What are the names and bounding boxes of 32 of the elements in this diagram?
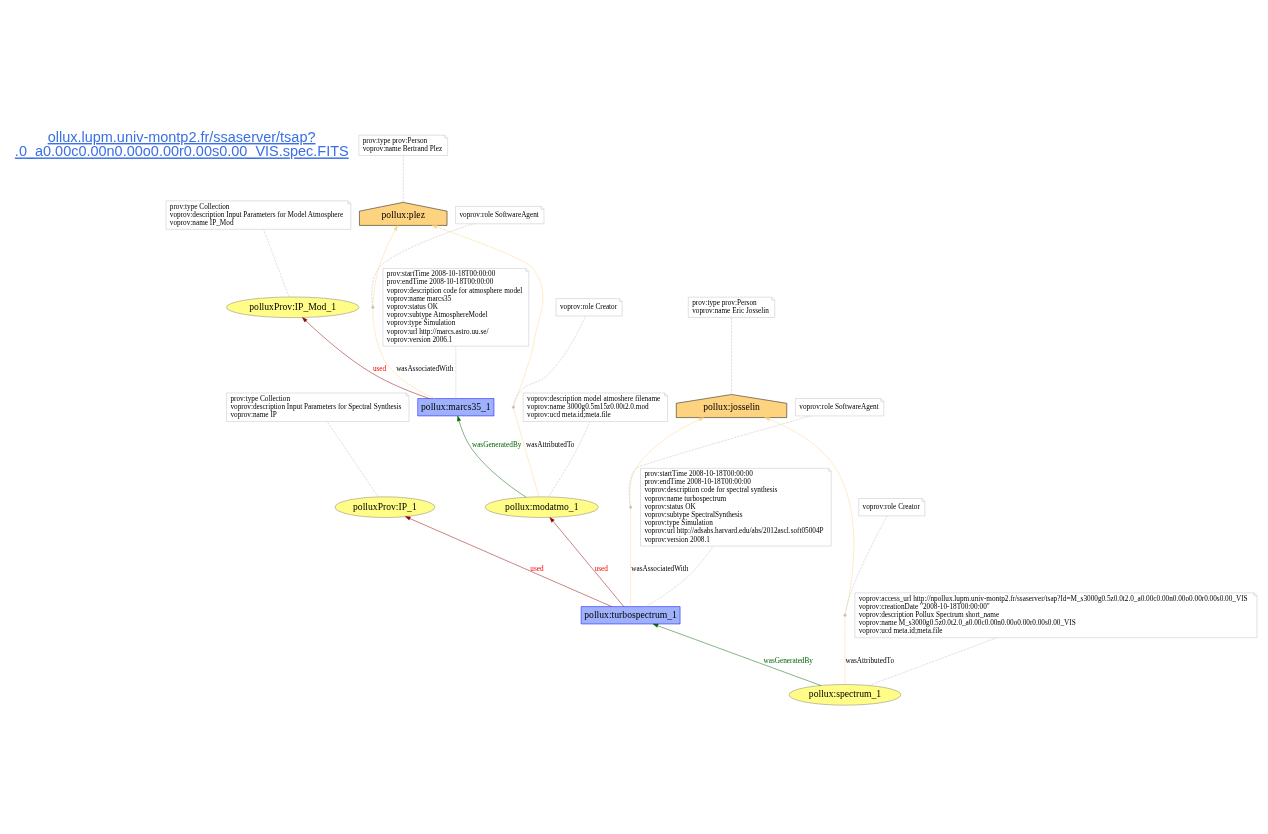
arrow: [405, 516, 612, 607]
node-box: pollux:turbospectrum_1: [580, 606, 681, 625]
connector: [645, 545, 714, 607]
arrow: [432, 225, 544, 407]
arrow: [764, 417, 855, 615]
arrow: [302, 317, 430, 399]
connector: [548, 421, 590, 498]
node-circle: [371, 305, 375, 309]
node-ellipse: polluxProv:IP_Mod_1: [226, 296, 360, 318]
arrow: [629, 417, 705, 507]
connector: [513, 408, 540, 498]
label: ollux.lupm.univ-montp2.fr/ssaserver/tsap? .0_a0.00c0.00n0.00o0.00r0.00s0.00_VIS.spec.FITS: [14, 128, 349, 160]
connector: [372, 308, 436, 399]
arrow: [372, 225, 398, 307]
connector: [326, 421, 379, 498]
connector: [844, 515, 888, 615]
connector: [513, 315, 586, 407]
connector: [628, 415, 811, 507]
node-circle: [843, 613, 847, 617]
connector: [263, 229, 290, 298]
connector: [868, 637, 997, 686]
node-ellipse: pollux:spectrum_1: [788, 684, 902, 706]
node-circle: [629, 505, 633, 509]
node-circle: [511, 405, 515, 409]
connector: [630, 508, 631, 607]
node-box: pollux:marcs35_1: [417, 398, 495, 417]
arrow: [652, 623, 822, 686]
arrow: [549, 517, 625, 607]
arrow: [457, 415, 527, 498]
node-ellipse: pollux:modatmo_1: [484, 496, 599, 518]
node-ellipse: polluxProv:IP_1: [334, 496, 436, 518]
connector: [371, 223, 474, 307]
